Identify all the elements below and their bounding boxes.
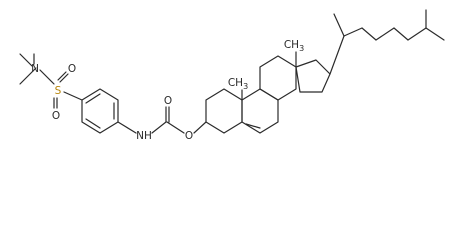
- isooctyl-side-chain: [329, 9, 445, 75]
- sulfonyl-oxygen-bottom-label: O: [52, 110, 60, 122]
- dimethylamine-n-label: N: [31, 63, 39, 75]
- structure-svg: N S O O NH O O CH3 CH3: [19, 9, 445, 142]
- ester-oxygen-label: O: [185, 130, 193, 142]
- sulfonyl-oxygen-top-label: O: [68, 63, 76, 75]
- sulfur-label: S: [55, 85, 62, 97]
- methyl-c19-label: CH3: [228, 77, 248, 91]
- steroid-ring-b: [241, 88, 279, 134]
- molecule-diagram: N S O O NH O O CH3 CH3: [19, 9, 445, 142]
- dimethylsulfamoyl-group: [19, 53, 83, 109]
- amide-nh-label: NH: [136, 130, 152, 142]
- steroid-ring-d: [295, 59, 331, 93]
- carbonyl-oxygen-label: O: [164, 95, 172, 107]
- methyl-c18-label: CH3: [284, 39, 304, 53]
- steroid-ring-c: [259, 55, 297, 101]
- benzene-ring: [81, 88, 137, 134]
- angular-methyl-bonds: [241, 51, 297, 101]
- steroid-ring-a: [205, 88, 243, 134]
- carbamate-linker: [151, 106, 207, 134]
